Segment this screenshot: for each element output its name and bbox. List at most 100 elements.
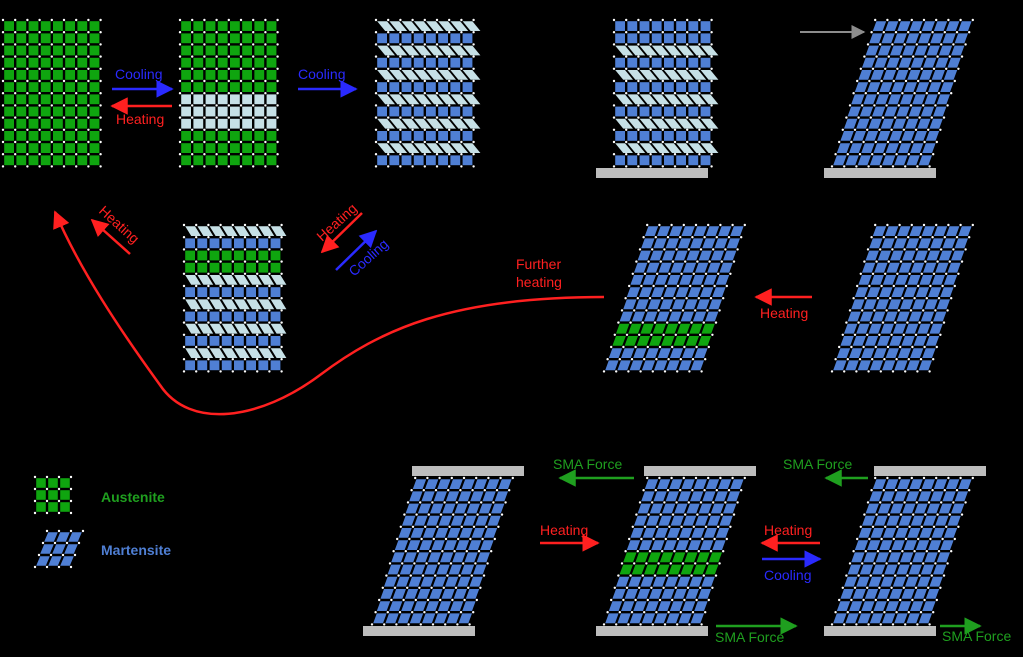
lattice-node (182, 223, 186, 227)
lattice-node (446, 574, 449, 577)
lattice-cell (36, 490, 46, 500)
lattice-cell (438, 94, 456, 105)
lattice-cell (221, 360, 232, 371)
lattice-node (243, 345, 247, 349)
lattice-cell (865, 45, 879, 56)
lattice-node (280, 358, 283, 361)
lattice-cell (640, 576, 654, 587)
lattice-cell (612, 589, 626, 599)
lattice-node (239, 92, 243, 95)
lattice-node (942, 321, 946, 324)
lattice-cell (270, 238, 281, 249)
lattice-node (411, 18, 414, 22)
lattice-node (73, 553, 77, 557)
lattice-node (99, 140, 102, 144)
lattice-cell (205, 82, 216, 92)
lattice-node (925, 92, 928, 95)
lattice-cell (230, 118, 240, 129)
lattice-node (57, 487, 61, 491)
lattice-node (876, 550, 880, 553)
lattice-cell (925, 589, 940, 599)
legend-austenite-swatch (33, 475, 73, 515)
lattice-cell (458, 491, 472, 502)
lattice-node (472, 31, 475, 34)
lattice-node (683, 345, 686, 349)
lattice-cell (922, 601, 936, 611)
lattice-node (859, 67, 862, 71)
lattice-cell (40, 21, 51, 31)
lattice-node (483, 489, 486, 492)
lattice-node (714, 321, 718, 324)
lattice-node (387, 104, 390, 107)
lattice-node (686, 79, 689, 83)
lattice-node (711, 333, 714, 336)
lattice-node (884, 67, 887, 71)
lattice-cell (230, 143, 240, 153)
lattice-node (480, 501, 483, 504)
lattice-node (256, 223, 259, 227)
lattice-node (964, 501, 967, 504)
support-plates (363, 168, 986, 636)
lattice-cell (4, 106, 14, 117)
lattice-node (472, 67, 475, 71)
lattice-node (239, 104, 243, 107)
lattice-node (178, 128, 182, 131)
lattice-node (948, 513, 951, 516)
lattice-cell (412, 479, 427, 489)
lattice-node (700, 623, 703, 626)
lattice-node (686, 165, 689, 168)
lattice-node (448, 31, 451, 34)
lattice-cell (918, 613, 932, 624)
lattice-node (239, 79, 243, 83)
lattice-node (896, 272, 899, 275)
lattice-cell (377, 155, 387, 166)
lattice-node (215, 128, 218, 131)
label-heating-bottom-1: Heating (540, 522, 588, 538)
lattice-node (399, 92, 402, 95)
lattice-cell (651, 287, 665, 297)
lattice-node (952, 43, 955, 46)
lattice-cell (217, 143, 228, 153)
lattice-cell (266, 131, 277, 141)
lattice-cell (64, 544, 78, 554)
lattice-cell (930, 238, 944, 249)
lattice-node (649, 104, 652, 107)
lattice-cell (426, 45, 444, 56)
lattice-cell (181, 106, 191, 117)
lattice-node (617, 574, 620, 577)
lattice-node (280, 248, 283, 251)
lattice-cell (684, 299, 698, 310)
lattice-node (673, 79, 677, 83)
lattice-cell (935, 515, 949, 526)
lattice-node (276, 104, 279, 107)
lattice-cell (413, 21, 432, 31)
lattice-node (903, 248, 906, 251)
lattice-cell (680, 564, 694, 575)
lattice-node (691, 611, 695, 614)
lattice-node (662, 586, 665, 589)
lattice-cell (651, 155, 662, 166)
lattice-node (841, 333, 844, 336)
lattice-node (673, 153, 677, 156)
lattice-cell (450, 515, 465, 526)
lattice-cell (53, 45, 63, 56)
lattice-cell (242, 118, 252, 129)
lattice-node (862, 598, 865, 602)
lattice-cell (644, 564, 658, 575)
lattice-cell (700, 94, 719, 105)
lattice-cell (65, 21, 75, 31)
lattice-node (637, 165, 640, 168)
lattice-node (704, 272, 708, 275)
lattice-node (439, 598, 442, 602)
lattice-node (668, 525, 671, 528)
lattice-node (69, 475, 73, 479)
lattice-node (673, 550, 676, 553)
lattice-cell (181, 131, 191, 141)
lattice-node (908, 525, 911, 528)
lattice-cell (77, 155, 88, 166)
lattice-cell (651, 106, 662, 117)
lattice-cell (645, 348, 659, 358)
lattice-node (387, 140, 390, 144)
lattice-cell (53, 21, 63, 31)
lattice-cell (412, 564, 426, 575)
